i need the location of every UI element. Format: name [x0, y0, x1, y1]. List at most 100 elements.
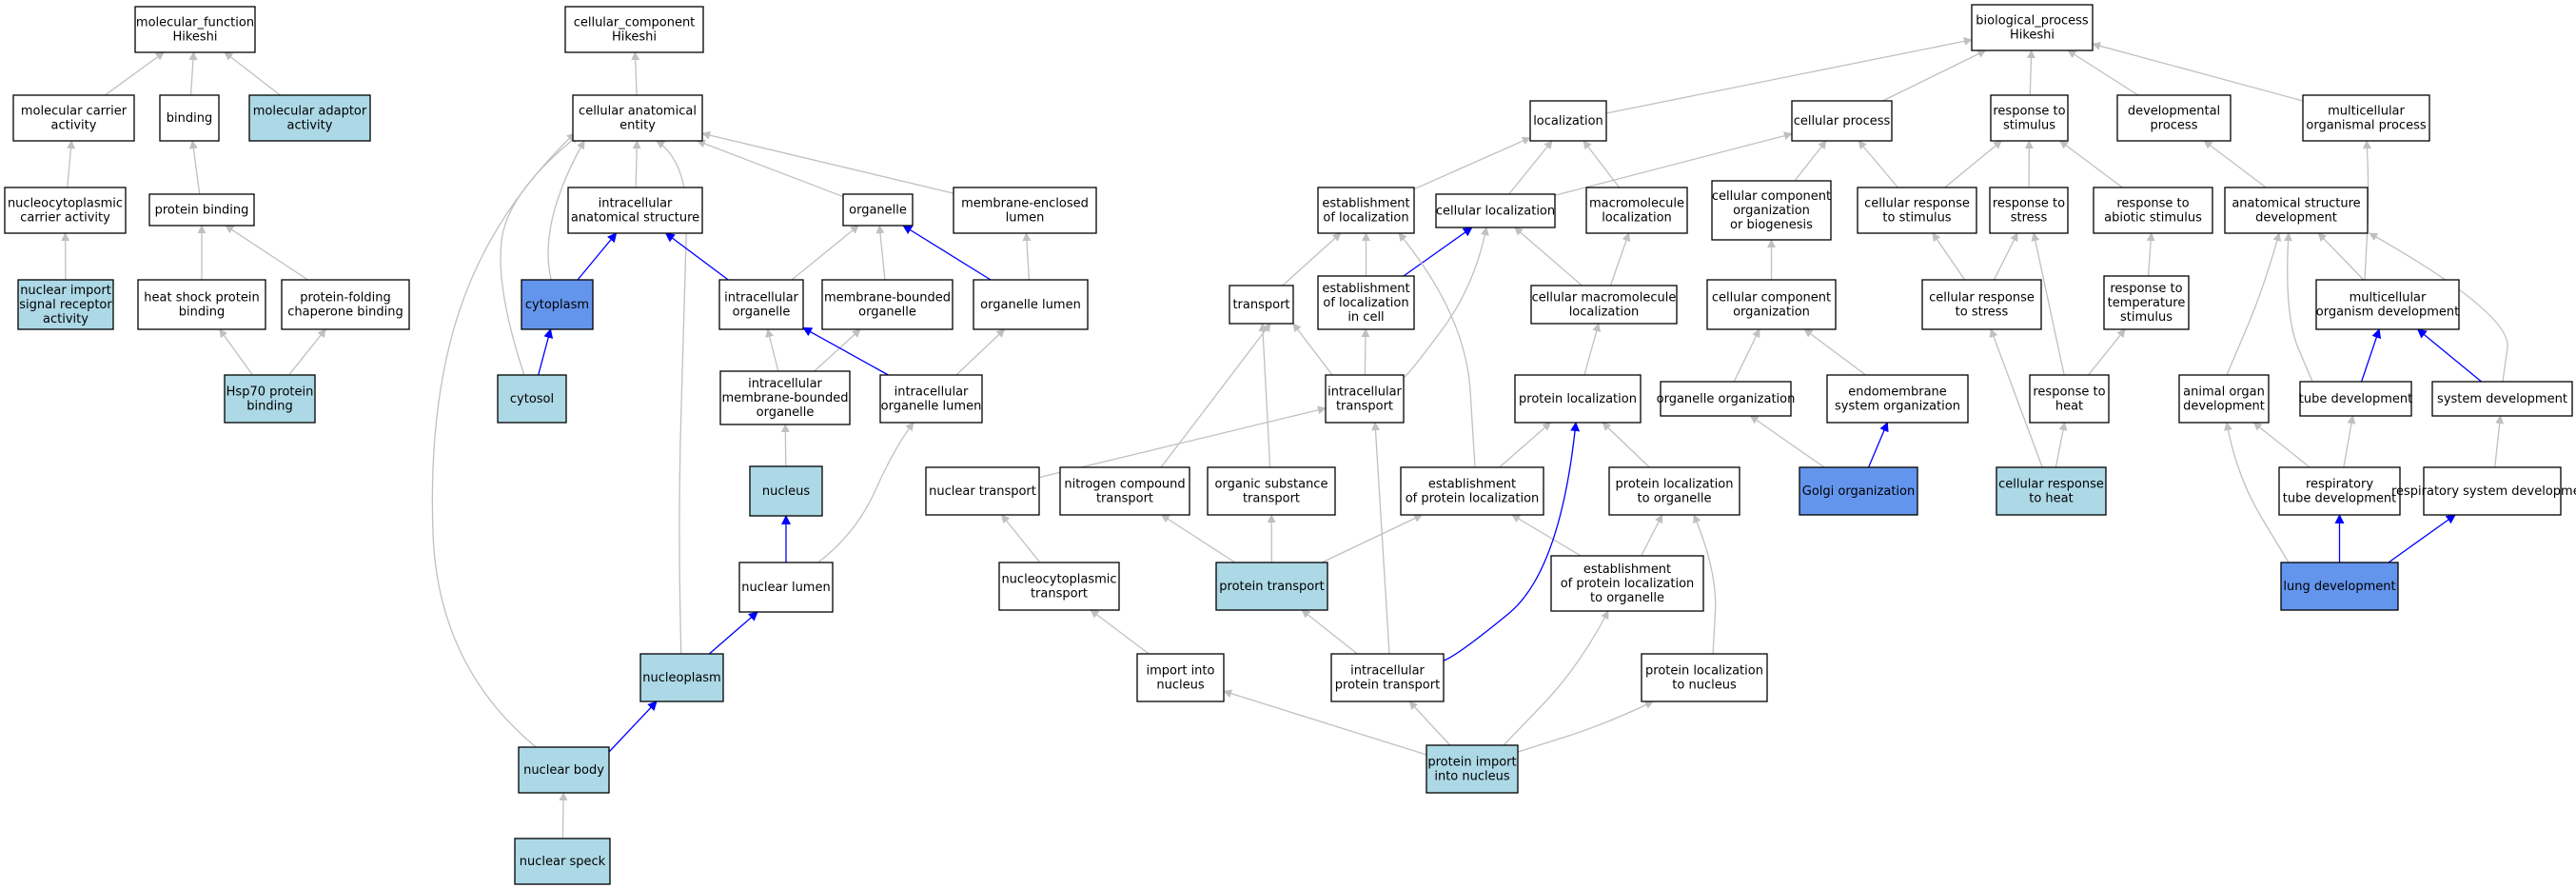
go-edge — [225, 225, 308, 281]
edge-pl-to-cml — [1583, 323, 1602, 376]
go-edge — [219, 328, 253, 376]
go-edge — [1989, 328, 2043, 468]
go-edge — [431, 132, 576, 748]
go-term-label: organic substance — [1215, 478, 1328, 492]
go-term-box — [564, 6, 704, 53]
go-term-label: organelle lumen — [881, 400, 982, 414]
go-edge — [1443, 422, 1581, 661]
go-term-label: system development — [2437, 392, 2567, 406]
go-edge — [547, 140, 585, 281]
go-edge — [1749, 415, 1825, 468]
edge-cl-to-cp — [1554, 131, 1793, 196]
go-term-label: tube development — [2283, 492, 2396, 506]
edge-td-to-asd — [2284, 232, 2313, 383]
go-term-label: of localization — [1323, 211, 1408, 226]
edge-sd-to-asd — [2369, 232, 2508, 383]
go-term-label: organelle organization — [1657, 392, 1796, 406]
edge-sd-to-mod — [2416, 328, 2483, 383]
edge-nt-to-it — [1038, 405, 1327, 479]
go-term-box — [572, 94, 703, 142]
go-edge — [2146, 232, 2155, 277]
go-term-label: endomembrane — [1848, 385, 1947, 400]
go-term-label: or biogenesis — [1730, 218, 1813, 232]
go-edge — [2317, 232, 2365, 281]
go-term-node-binding: binding — [159, 94, 220, 142]
go-edge — [1301, 609, 1358, 655]
go-term-box — [1435, 193, 1556, 228]
go-edge — [1160, 323, 1271, 468]
go-edge — [1503, 610, 1609, 746]
go-term-box — [1207, 466, 1336, 516]
go-edge — [1605, 36, 1973, 114]
go-term-box — [1706, 279, 1837, 330]
go-term-label: abiotic stimulus — [2104, 211, 2202, 226]
go-term-label: of localization — [1323, 296, 1408, 310]
go-edge — [902, 225, 992, 281]
go-term-label: organelle — [757, 405, 815, 420]
go-term-box — [1136, 653, 1225, 702]
go-term-box — [1400, 466, 1544, 516]
go-term-box — [497, 374, 567, 424]
go-edge — [1038, 405, 1327, 479]
go-edge — [1858, 140, 1898, 188]
edge-golgi-to-oo — [1749, 415, 1825, 468]
go-term-label: transport — [1243, 492, 1300, 506]
go-term-label: intracellular — [748, 377, 822, 391]
go-term-box — [2093, 187, 2213, 234]
edge-loc-to-bp — [1605, 36, 1973, 114]
go-term-label: anatomical structure — [571, 211, 699, 226]
go-term-label: protein import — [1427, 756, 1516, 770]
go-term-label: import into — [1147, 664, 1215, 679]
go-term-label: chaperone binding — [287, 306, 403, 320]
edge-imbo-to-io — [765, 328, 779, 372]
go-term-label: heat — [2055, 400, 2083, 414]
go-term-box — [1857, 187, 1977, 234]
go-term-node-rsd: respiratory system development — [2391, 466, 2576, 516]
edge-ol-to-organelle — [902, 225, 992, 281]
go-term-label: to heat — [2029, 492, 2073, 506]
go-edge — [2058, 140, 2123, 188]
go-term-box — [1711, 180, 1832, 241]
go-term-label: response to — [1993, 105, 2065, 119]
go-term-label: tube development — [2299, 392, 2412, 406]
go-edge — [288, 328, 326, 376]
edge-mod-to-asd — [2317, 232, 2365, 281]
go-term-label: Hikeshi — [172, 30, 217, 45]
go-term-label: response to — [1993, 197, 2065, 211]
go-term-label: protein transport — [1335, 679, 1440, 693]
go-term-label: nuclear lumen — [741, 581, 830, 595]
go-term-label: nitrogen compound — [1064, 478, 1185, 492]
go-edge — [1882, 49, 1987, 102]
go-term-node-sd: system development — [2431, 381, 2573, 417]
edge-ipt-to-ptrans — [1301, 609, 1358, 655]
edge-mbo-to-organelle — [875, 225, 886, 281]
go-term-label: cellular process — [1794, 114, 1891, 128]
go-term-box — [953, 187, 1097, 234]
go-term-label: multicellular — [2328, 105, 2405, 119]
edge-cytoplasm-to-cae — [547, 140, 585, 281]
edge-crs-to-rts — [1944, 140, 2002, 188]
go-edge — [538, 328, 554, 376]
go-term-label: entity — [619, 119, 656, 133]
go-term-label: process — [2151, 119, 2198, 133]
go-term-label: of protein localization — [1561, 577, 1695, 591]
go-term-label: transport — [1232, 298, 1289, 312]
edge-crs-to-cp — [1858, 140, 1898, 188]
go-edge — [2055, 422, 2068, 468]
go-edge — [2284, 232, 2313, 383]
go-term-label: Golgi organization — [1802, 484, 1915, 499]
